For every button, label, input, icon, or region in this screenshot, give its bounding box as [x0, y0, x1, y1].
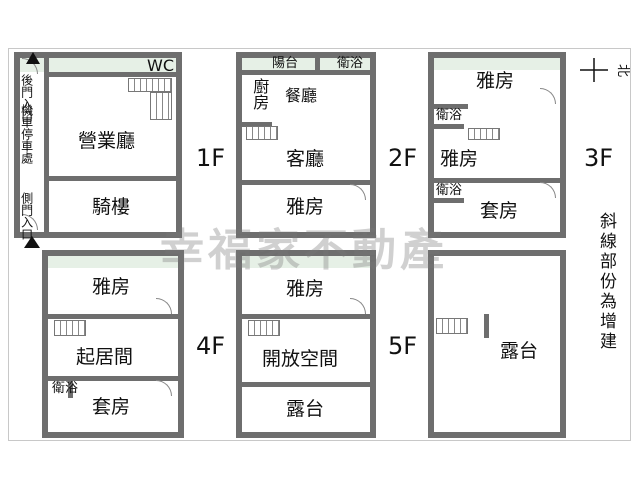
floor-1-plan — [14, 52, 182, 238]
floor-5-hatched-area — [242, 256, 370, 268]
floor-1-hatched-area — [20, 58, 176, 72]
watermark: 幸福家不動產 — [160, 225, 448, 276]
roof-wall — [484, 314, 489, 338]
floor-3-suite-label: 套房 — [480, 200, 519, 222]
floor-4-wall — [48, 314, 178, 319]
floor-5-terrace-label: 露台 — [286, 398, 325, 420]
floor-2-dining-label: 餐廳 — [285, 86, 318, 105]
floor-2-wall — [242, 70, 370, 75]
floor-3-stairs — [468, 128, 500, 140]
floor-1-wall — [44, 72, 176, 77]
roof-plan — [428, 250, 566, 438]
floor-4-label: 4F — [196, 332, 226, 360]
floor-2-plan — [236, 52, 376, 238]
floor-2-label: 2F — [388, 144, 418, 172]
floor-5-wall — [242, 314, 370, 319]
floor-3-wall — [434, 178, 560, 183]
north-arrow-icon — [580, 58, 608, 82]
floor-2-wall — [315, 58, 320, 70]
floor-1-wc-label: WC — [147, 56, 174, 75]
floor-4-stairs — [54, 320, 86, 336]
side-entrance-arrow-icon — [24, 236, 40, 248]
floor-3-bathroom-1-label: 衛浴 — [436, 108, 463, 123]
floor-2-wall — [242, 122, 272, 127]
floor-2-balcony-label: 陽台 — [272, 56, 299, 71]
floor-4-living-label: 起居間 — [76, 346, 134, 368]
floor-1-stairs — [128, 78, 172, 92]
floor-3-wall — [434, 124, 464, 129]
floor-2-living-label: 客廳 — [286, 148, 325, 170]
floor-3-bedroom-2-label: 雅房 — [440, 148, 479, 170]
floor-2-bedroom-label: 雅房 — [286, 196, 325, 218]
floor-5-wall — [242, 382, 370, 387]
floor-2-kitchen-label: 廚房 — [250, 78, 270, 110]
floor-3-bathroom-2-label: 衛浴 — [436, 183, 463, 198]
floor-1-label: 1F — [196, 144, 226, 172]
floor-2-stairs — [246, 126, 278, 140]
floor-5-plan — [236, 250, 376, 438]
floor-2-wall — [242, 180, 370, 185]
floor-1-scooter-parking-label: 機車停車處 — [19, 104, 34, 164]
floor-4-plan — [42, 250, 184, 438]
floor-1-wall — [44, 176, 176, 181]
floor-3-label: 3F — [584, 144, 614, 172]
floor-5-bedroom-label: 雅房 — [286, 278, 325, 300]
floor-4-bathroom-label: 衛浴 — [52, 381, 79, 396]
back-entrance-arrow-icon — [26, 52, 40, 64]
floor-5-open-space-label: 開放空間 — [262, 348, 339, 370]
floor-3-wall — [434, 198, 464, 203]
floor-4-wall — [68, 376, 73, 398]
floor-1-wall — [44, 58, 49, 232]
floor-1-business-hall-label: 營業廳 — [78, 130, 136, 152]
roof-stairs — [436, 318, 468, 334]
floor-2-bathroom-label: 衛浴 — [337, 56, 364, 71]
north-arrow-label: 北 — [615, 63, 631, 78]
floor-4-bedroom-label: 雅房 — [92, 276, 131, 298]
floor-3-bedroom-1-label: 雅房 — [476, 70, 515, 92]
floor-5-stairs — [248, 320, 280, 336]
floor-2-hatched-area — [242, 58, 370, 70]
floor-5-label: 5F — [388, 332, 418, 360]
floor-3-wall — [434, 104, 468, 109]
floor-4-hatched-area — [48, 256, 178, 268]
roof-terrace-label: 露台 — [500, 340, 539, 362]
floor-3-hatched-area — [434, 58, 560, 70]
floor-1-stairs — [150, 92, 172, 120]
floor-1-arcade-label: 騎樓 — [92, 196, 131, 218]
floor-4-suite-label: 套房 — [92, 396, 131, 418]
floor-4-wall — [48, 376, 178, 381]
floor-3-plan — [428, 52, 566, 238]
extension-note: 斜線部份為增建 — [596, 212, 616, 352]
floor-plan-frame — [8, 48, 631, 441]
floor-1-back-entrance-label: 後門入口 — [19, 74, 34, 122]
floor-1-side-entrance-label: 側門入口 — [19, 192, 34, 240]
